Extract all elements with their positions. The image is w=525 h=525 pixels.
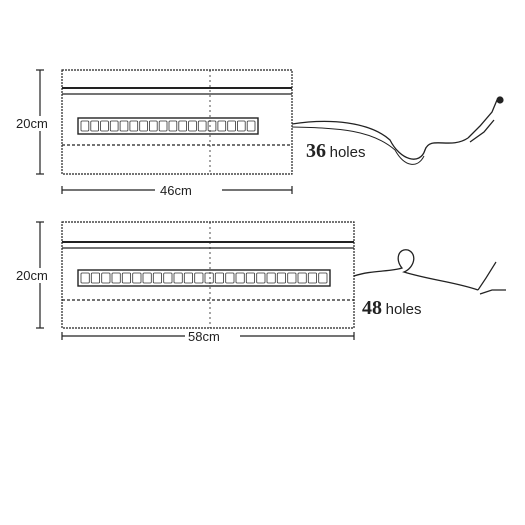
panel-46cm [36,69,504,194]
hole-mark [194,272,204,284]
hole-mark [129,120,139,132]
hole-mark [235,272,245,284]
panel-1-cable-b [291,126,425,165]
panel-1-hole-strip [77,117,259,135]
hole-mark [276,272,286,284]
hole-mark [318,272,328,284]
hole-mark [80,272,90,284]
hole-mark [217,120,227,132]
hole-mark [158,120,168,132]
hole-mark [173,272,183,284]
panel-2-hole-strip [77,269,331,287]
panel-2-holes-count: 48 [362,297,382,319]
hole-mark [148,120,158,132]
hole-mark [266,272,276,284]
panel-1-plug [467,99,498,143]
hole-mark [214,272,225,284]
hole-mark [197,120,207,132]
panel-1-holes-label: 36 holes [306,140,365,163]
hole-mark [109,120,119,132]
hole-mark [90,272,101,284]
panel-1-holes-word: holes [329,144,366,161]
panel-1-height-label: 20cm [16,116,48,131]
hole-mark [236,120,246,132]
hole-mark [207,120,217,132]
hole-mark [152,272,163,284]
panel-58cm [36,221,506,340]
panel-1-holes [80,120,256,132]
hole-mark [183,272,194,284]
hole-mark [225,272,235,284]
hole-mark [163,272,173,284]
panel-1-plug-head [496,96,504,104]
hole-mark [178,120,188,132]
panel-2-holes [80,272,328,284]
hole-mark [100,120,109,132]
panel-1-width-label: 46cm [160,183,192,198]
panel-2-plug [477,261,506,295]
hole-mark [168,120,178,132]
hole-mark [101,272,111,284]
hole-mark [121,272,132,284]
hole-mark [246,120,256,132]
panel-1-outline [61,69,293,175]
panel-2-height-label: 20cm [16,268,48,283]
hole-mark [245,272,256,284]
hole-mark [90,120,100,132]
panel-1-cable [291,120,469,160]
hole-mark [307,272,317,284]
hole-mark [287,272,297,284]
hole-mark [297,272,307,284]
hole-mark [227,120,236,132]
panel-1-holes-count: 36 [306,140,326,162]
panel-2-holes-word: holes [385,301,422,318]
panel-2-outline [61,221,355,329]
hole-mark [111,272,121,284]
hole-mark [188,120,197,132]
panel-2-width-label: 58cm [188,329,220,344]
hole-mark [139,120,148,132]
hole-mark [132,272,142,284]
hole-mark [256,272,266,284]
panel-2-cable [353,249,479,291]
hole-mark [142,272,152,284]
panel-2-holes-label: 48 holes [362,297,421,320]
hole-mark [119,120,129,132]
hole-mark [204,272,214,284]
hole-mark [80,120,90,132]
